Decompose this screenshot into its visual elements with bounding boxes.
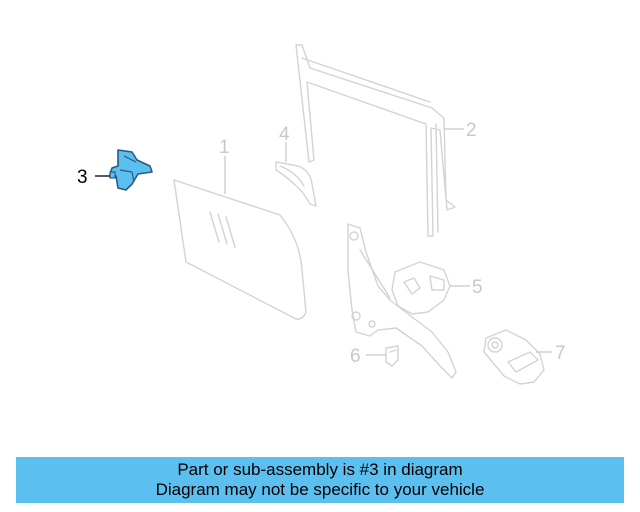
part-7-motor [483, 329, 545, 385]
part-5-regulator [347, 223, 457, 379]
part-2-run-channel [295, 44, 456, 237]
banner-line-disclaimer: Diagram may not be specific to your vehi… [155, 480, 485, 499]
info-banner: Part or sub-assembly is #3 in diagram Di… [16, 457, 624, 503]
part-3-highlighted-bracket [109, 149, 153, 191]
callout-4: 4 [279, 124, 290, 145]
banner-line-part: Part or sub-assembly is #3 in diagram [177, 460, 463, 479]
part-6-bracket [385, 345, 399, 367]
callout-6: 6 [350, 346, 361, 367]
part-4-trim [275, 161, 317, 207]
callout-2: 2 [466, 120, 477, 141]
part-1-door-glass [173, 179, 307, 320]
callout-5: 5 [472, 277, 483, 298]
callout-1: 1 [219, 137, 230, 158]
callout-7: 7 [555, 343, 566, 364]
parts-diagram: 1 2 3 4 5 6 7 [77, 44, 566, 385]
callout-3: 3 [77, 167, 88, 188]
